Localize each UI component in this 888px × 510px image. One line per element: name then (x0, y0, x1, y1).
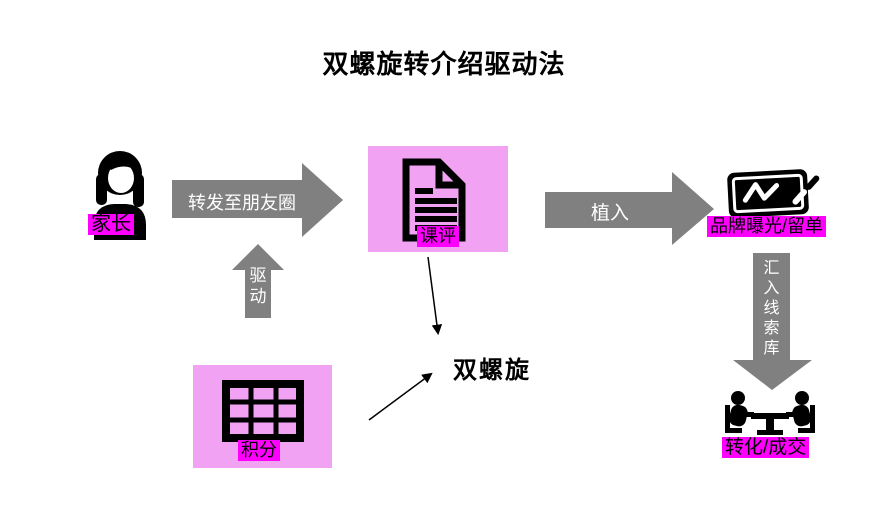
brand-exposure-label: 品牌曝光/留单 (707, 216, 827, 237)
drive-up-arrow (232, 244, 284, 318)
course-review-label: 课评 (417, 226, 459, 247)
points-label: 积分 (238, 440, 280, 461)
double-helix-label: 双螺旋 (453, 357, 531, 384)
grid-table-icon (222, 380, 304, 442)
implant-arrow-label: 植入 (590, 203, 629, 224)
meeting-table-icon (725, 391, 815, 435)
helix-arrow-from-points (368, 372, 433, 421)
whiteboard-pen-icon (727, 169, 820, 218)
conversion-label: 转化/成交 (722, 437, 810, 458)
lead-pool-arrow-label: 汇入线索库 (763, 260, 780, 357)
helix-arrow-from-review (427, 256, 443, 336)
lead-pool-down-arrow (733, 253, 812, 390)
parent-label: 家长 (88, 214, 134, 235)
woman-icon (94, 151, 146, 240)
page-title: 双螺旋转介绍驱动法 (322, 49, 566, 79)
forward-arrow-label: 转发至朋友圈 (188, 193, 296, 213)
implant-arrow (545, 172, 714, 245)
forward-arrow (172, 163, 343, 237)
drive-arrow-label: 驱动 (249, 266, 267, 306)
